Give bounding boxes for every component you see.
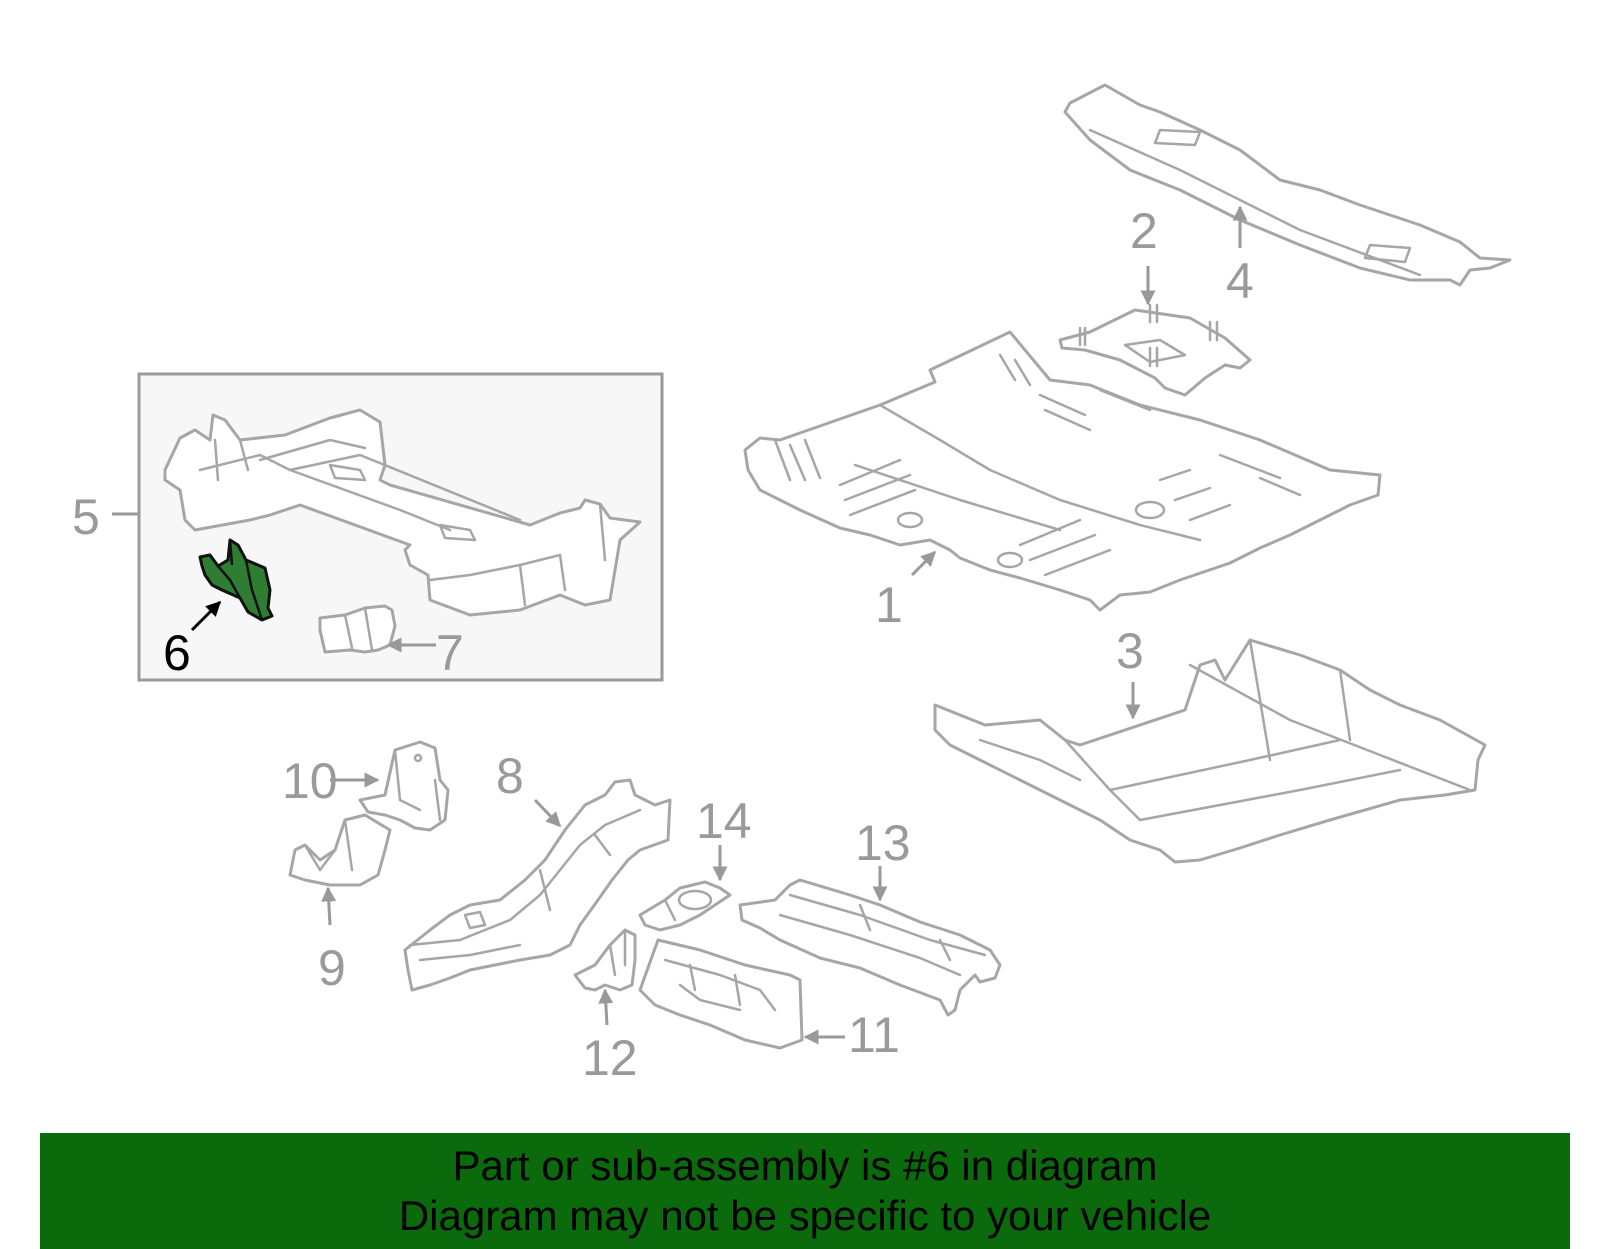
part-11-panel[interactable]	[638, 938, 804, 1050]
info-banner: Part or sub-assembly is #6 in diagram Di…	[40, 1133, 1570, 1249]
callout-2[interactable]: 2	[1130, 203, 1158, 259]
callout-8[interactable]: 8	[496, 748, 524, 804]
part-14-reinforcement[interactable]	[638, 880, 732, 932]
part-1-floor-pan[interactable]	[743, 330, 1382, 612]
part-9-bracket[interactable]	[288, 813, 392, 887]
callout-5[interactable]: 5	[72, 489, 100, 545]
part-12-bracket[interactable]	[573, 928, 637, 992]
part-10-bracket[interactable]	[358, 740, 450, 832]
callout-4[interactable]: 4	[1226, 253, 1254, 309]
callout-3[interactable]: 3	[1116, 623, 1144, 679]
callout-13[interactable]: 13	[855, 815, 911, 871]
part-3-frame[interactable]	[933, 638, 1487, 864]
part-2-bracket[interactable]	[1058, 303, 1252, 397]
callout-6[interactable]: 6	[163, 625, 191, 681]
banner-line-disclaimer: Diagram may not be specific to your vehi…	[398, 1192, 1212, 1239]
callout-9[interactable]: 9	[318, 940, 346, 996]
callout-1[interactable]: 1	[875, 577, 903, 633]
callout-7[interactable]: 7	[436, 625, 464, 681]
part-5-crossmember-assembly[interactable]	[163, 408, 642, 617]
callout-10[interactable]: 10	[282, 753, 338, 809]
callout-14[interactable]: 14	[696, 793, 752, 849]
callout-12[interactable]: 12	[582, 1030, 638, 1086]
part-6-bracket-highlighted[interactable]	[198, 538, 274, 622]
part-8-side-rail[interactable]	[403, 778, 672, 992]
part-13-crossmember[interactable]	[738, 878, 1002, 1017]
callout-11[interactable]: 11	[848, 1007, 900, 1063]
banner-line-part: Part or sub-assembly is #6 in diagram	[452, 1142, 1158, 1189]
part-4-crossmember[interactable]	[1063, 83, 1512, 287]
